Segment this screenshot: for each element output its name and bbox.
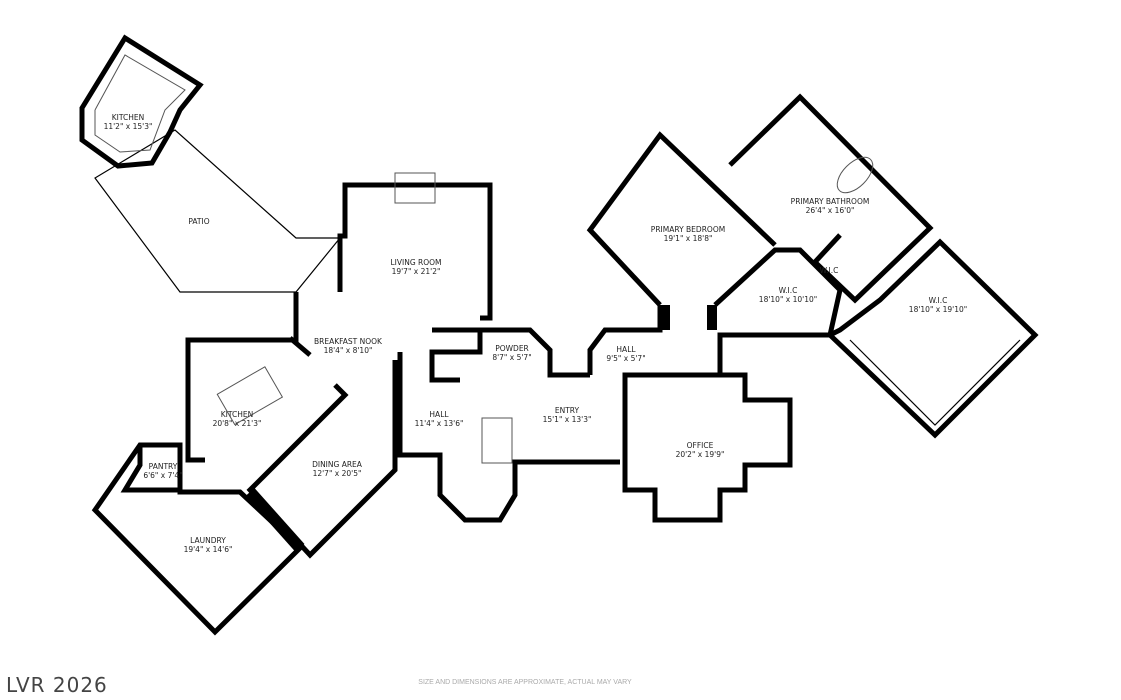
room-name: W.I.C (929, 296, 948, 305)
room-name: PRIMARY BEDROOM (651, 225, 725, 234)
breakfast-walls (185, 292, 299, 463)
living-room-walls (337, 182, 493, 321)
room-dim: 8'7" x 5'7" (492, 353, 531, 362)
room-dim: 20'8" x 21'3" (213, 419, 262, 428)
room-dim: 19'7" x 21'2" (392, 267, 441, 276)
nook-corner (288, 336, 312, 357)
room-dim: 18'10" x 19'10" (909, 305, 967, 314)
room-name: ENTRY (555, 406, 580, 415)
room-dim: 19'4" x 14'6" (184, 545, 233, 554)
hall2-walls (587, 305, 663, 375)
room-name: PATIO (188, 217, 209, 226)
room-dim: 6'6" x 7'4" (143, 471, 182, 480)
disclaimer: SIZE AND DIMENSIONS ARE APPROXIMATE, ACT… (418, 679, 632, 686)
kitchen-island (216, 366, 284, 426)
room-dim: 20'2" x 19'9" (676, 450, 725, 459)
room-name: KITCHEN (221, 410, 254, 419)
watermark: LVR 2026 (6, 673, 108, 697)
bedroom-walls (586, 131, 777, 307)
room-dim: 11'2" x 15'3" (104, 122, 153, 131)
bathroom-walls (728, 93, 934, 304)
column (660, 305, 670, 330)
room-dim: 18'4" x 8'10" (324, 346, 373, 355)
room-name: KITCHEN (112, 113, 145, 122)
room-dim: 19'1" x 18'8" (664, 234, 713, 243)
room-dim: 15'1" x 13'3" (543, 415, 592, 424)
room-name: LAUNDRY (190, 536, 226, 545)
room-name: PRIMARY BATHROOM (791, 197, 870, 206)
office-walls (622, 372, 793, 523)
room-dim: 26'4" x 16'0" (806, 206, 855, 215)
patio-outline (94, 129, 342, 293)
room-labels: KITCHEN 11'2" x 15'3" PATIO LIVING ROOM … (104, 113, 968, 554)
hall-walls (397, 352, 620, 523)
bathtub (836, 156, 874, 194)
column (707, 305, 717, 330)
room-name: W.I.C (820, 266, 839, 275)
room-name: POWDER (495, 344, 529, 353)
outdoor-kitchen-walls (79, 34, 204, 169)
room-dim: 12'7" x 20'5" (313, 469, 362, 478)
room-name: BREAKFAST NOOK (314, 337, 383, 346)
staircase (481, 417, 513, 464)
room-name: DINING AREA (312, 460, 363, 469)
room-name: HALL (429, 410, 449, 419)
large-wic-walls (825, 238, 1039, 439)
room-name: LIVING ROOM (390, 258, 441, 267)
room-dim: 11'4" x 13'6" (415, 419, 464, 428)
dining-walls (246, 360, 398, 559)
fireplace (394, 172, 436, 204)
room-name: W.I.C (779, 286, 798, 295)
room-name: OFFICE (687, 441, 714, 450)
wic-walls (713, 247, 843, 375)
powder-room-walls (480, 327, 590, 378)
room-name: HALL (616, 345, 636, 354)
powder-walls (429, 327, 483, 383)
kitchen-counter (94, 54, 186, 153)
laundry-walls (91, 442, 304, 636)
dining-thick-wall (245, 488, 305, 552)
room-name: PANTRY (149, 462, 178, 471)
room-dim: 18'10" x 10'10" (759, 295, 817, 304)
wic-shelf (849, 339, 1021, 426)
pantry-walls (120, 445, 180, 493)
room-dim: 9'5" x 5'7" (606, 354, 645, 363)
